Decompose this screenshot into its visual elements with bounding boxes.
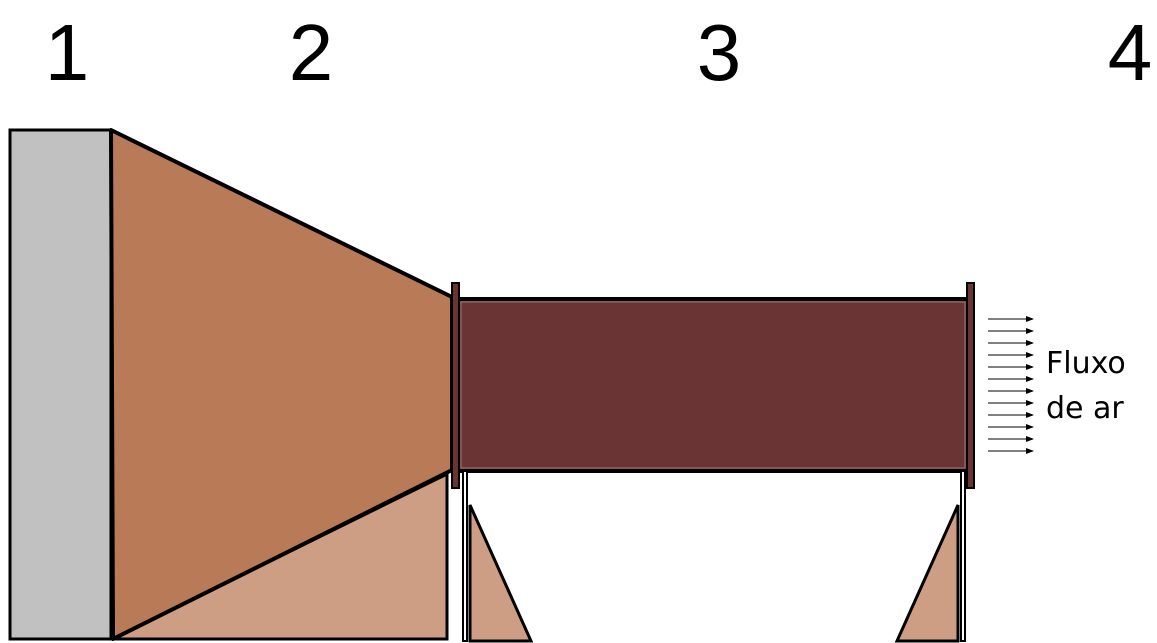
right-stand-post bbox=[960, 470, 966, 642]
section-label-2: 2 bbox=[289, 8, 334, 97]
airflow-label-line2: de ar bbox=[1046, 391, 1124, 426]
test-section bbox=[456, 297, 970, 473]
inlet-flange bbox=[451, 282, 460, 489]
right-stand-brace bbox=[894, 504, 960, 643]
inlet-chamber bbox=[8, 128, 113, 641]
left-stand-brace bbox=[468, 504, 534, 643]
airflow-arrows bbox=[988, 316, 1034, 454]
airflow-label-line1: Fluxo bbox=[1046, 346, 1126, 381]
left-stand-post bbox=[462, 470, 468, 642]
section-label-3: 3 bbox=[697, 8, 742, 97]
section-label-1: 1 bbox=[45, 8, 90, 97]
outlet-flange bbox=[966, 282, 975, 489]
section-label-4: 4 bbox=[1108, 8, 1153, 97]
test-section-inner-edge bbox=[460, 301, 966, 469]
